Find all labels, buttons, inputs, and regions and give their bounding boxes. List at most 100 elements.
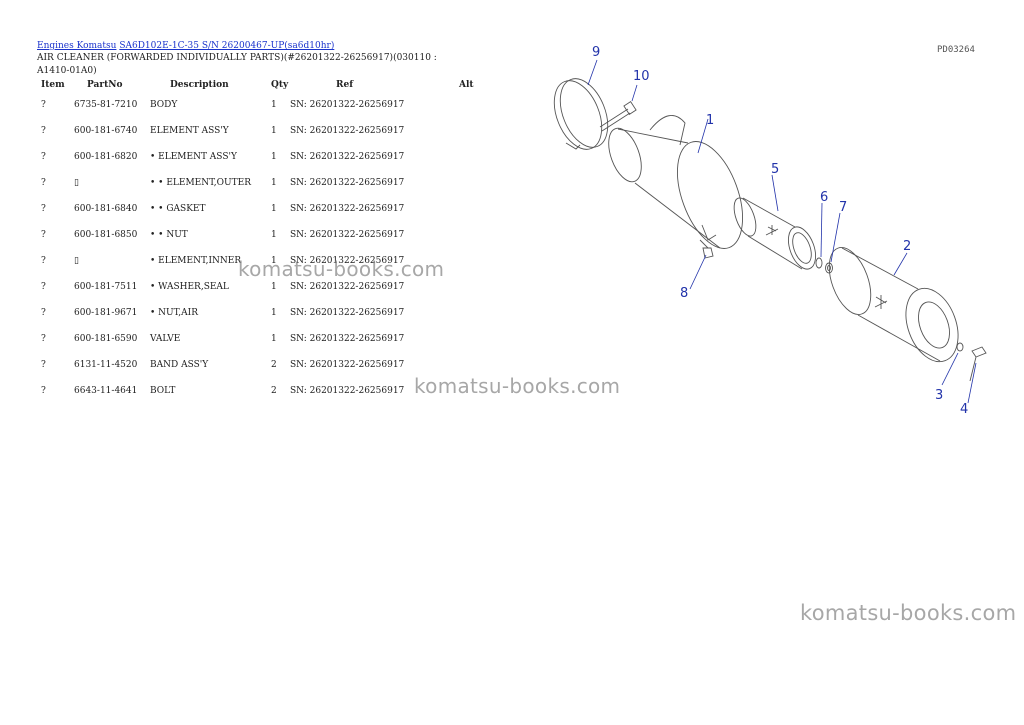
cell-ref: SN: 26201322-26256917 xyxy=(290,204,405,214)
cell-item: ? xyxy=(41,152,46,162)
table-header-row: Item PartNo Description Qty Ref Alt xyxy=(34,78,489,92)
exploded-parts-diagram: 9 10 1 5 6 7 2 8 3 4 xyxy=(553,45,987,417)
cell-part: 6735-81-7210 xyxy=(74,100,138,110)
valve-drawing xyxy=(699,239,714,259)
cell-part: 600-181-6740 xyxy=(74,126,138,136)
cell-ref: SN: 26201322-26256917 xyxy=(290,308,405,318)
cell-alt xyxy=(451,274,489,300)
table-row: ? 600-181-9671 • NUT,AIR 1 SN: 26201322-2625… xyxy=(34,300,489,326)
callout-1: 1 xyxy=(706,113,714,128)
cell-part: ▯ xyxy=(74,256,79,266)
cell-alt xyxy=(451,92,489,118)
table-row: ? ▯ • • ELEMENT,OUTER 1 SN: 26201322-2625691… xyxy=(34,170,489,196)
cell-qty: 1 xyxy=(271,178,277,188)
cell-item: ? xyxy=(41,308,46,318)
cell-desc: VALVE xyxy=(150,334,181,344)
cell-ref: SN: 26201322-26256917 xyxy=(290,178,405,188)
cell-desc: • • NUT xyxy=(150,230,188,240)
cell-qty: 1 xyxy=(271,256,277,266)
cell-item: ? xyxy=(41,100,46,110)
cell-desc: • ELEMENT,INNER xyxy=(150,256,242,266)
cell-alt xyxy=(451,378,489,404)
breadcrumb-engines-link[interactable]: Engines Komatsu xyxy=(37,41,117,51)
cell-item: ? xyxy=(41,230,46,240)
table-row: ? 6735-81-7210 BODY 1 SN: 26201322-26256917 xyxy=(34,92,489,118)
header-partno: PartNo xyxy=(87,80,123,90)
breadcrumb: Engines Komatsu SA6D102E-1C-35 S/N 26200… xyxy=(37,40,334,52)
callout-10: 10 xyxy=(633,69,650,84)
cell-part: 600-181-6590 xyxy=(74,334,138,344)
cell-ref: SN: 26201322-26256917 xyxy=(290,152,405,162)
cell-part: 6643-11-4641 xyxy=(74,386,138,396)
parts-table: Item PartNo Description Qty Ref Alt ? 673… xyxy=(34,78,489,404)
body-drawing xyxy=(608,115,743,249)
cell-item: ? xyxy=(41,334,46,344)
cell-qty: 2 xyxy=(271,386,277,396)
cell-part: 6131-11-4520 xyxy=(74,360,138,370)
page-subtitle: AIR CLEANER (FORWARDED INDIVIDUALLY PART… xyxy=(37,53,437,76)
cell-item: ? xyxy=(41,126,46,136)
inner-element-drawing xyxy=(733,197,817,270)
breadcrumb-model-link[interactable]: SA6D102E-1C-35 S/N 26200467-UP(sa6d10hr) xyxy=(119,41,335,51)
cell-qty: 1 xyxy=(271,152,277,162)
outer-element-drawing xyxy=(828,247,959,363)
cell-alt xyxy=(451,300,489,326)
callout-6: 6 xyxy=(820,190,828,205)
callout-8: 8 xyxy=(680,286,688,301)
cell-part: 600-181-6840 xyxy=(74,204,138,214)
cell-qty: 1 xyxy=(271,308,277,318)
cell-desc: • NUT,AIR xyxy=(150,308,199,318)
cell-desc: • • ELEMENT,OUTER xyxy=(150,178,251,188)
cell-item: ? xyxy=(41,282,46,292)
header-alt: Alt xyxy=(459,80,474,90)
cell-alt xyxy=(451,144,489,170)
cell-ref: SN: 26201322-26256917 xyxy=(290,282,405,292)
cell-item: ? xyxy=(41,256,46,266)
band-assy-drawing xyxy=(553,78,609,150)
cell-item: ? xyxy=(41,178,46,188)
header-description: Description xyxy=(170,80,229,90)
callout-7: 7 xyxy=(839,200,847,215)
cell-item: ? xyxy=(41,360,46,370)
cell-part: 600-181-9671 xyxy=(74,308,138,318)
table-row: ? 600-181-6590 VALVE 1 SN: 26201322-26256917 xyxy=(34,326,489,352)
callout-9: 9 xyxy=(592,45,600,60)
cell-qty: 2 xyxy=(271,360,277,370)
cell-part: 600-181-7511 xyxy=(74,282,138,292)
callout-3: 3 xyxy=(935,388,943,403)
cell-desc: • • GASKET xyxy=(150,204,206,214)
cell-item: ? xyxy=(41,204,46,214)
element-nut-drawing xyxy=(956,342,964,352)
watermark: komatsu-books.com xyxy=(800,601,1017,625)
cell-alt xyxy=(451,248,489,274)
header-item: Item xyxy=(41,80,65,90)
cell-desc: • ELEMENT ASS'Y xyxy=(150,152,237,162)
header-ref: Ref xyxy=(336,80,354,90)
cell-qty: 1 xyxy=(271,100,277,110)
cell-qty: 1 xyxy=(271,334,277,344)
cell-alt xyxy=(451,118,489,144)
cell-ref: SN: 26201322-26256917 xyxy=(290,230,405,240)
cell-desc: BOLT xyxy=(150,386,176,396)
cell-part: 600-181-6820 xyxy=(74,152,138,162)
cell-ref: SN: 26201322-26256917 xyxy=(290,360,405,370)
callout-2: 2 xyxy=(903,239,911,254)
cell-alt xyxy=(451,326,489,352)
cell-desc: BODY xyxy=(150,100,178,110)
cell-alt xyxy=(451,222,489,248)
cell-ref: SN: 26201322-26256917 xyxy=(290,334,405,344)
cell-alt xyxy=(451,170,489,196)
cell-qty: 1 xyxy=(271,126,277,136)
cell-desc: • WASHER,SEAL xyxy=(150,282,229,292)
table-row: ? 600-181-6820 • ELEMENT ASS'Y 1 SN: 2620132… xyxy=(34,144,489,170)
figure-id: PD03264 xyxy=(937,45,975,55)
cell-ref: SN: 26201322-26256917 xyxy=(290,100,405,110)
cell-ref: SN: 26201322-26256917 xyxy=(290,386,405,396)
cell-part: ▯ xyxy=(74,178,79,188)
